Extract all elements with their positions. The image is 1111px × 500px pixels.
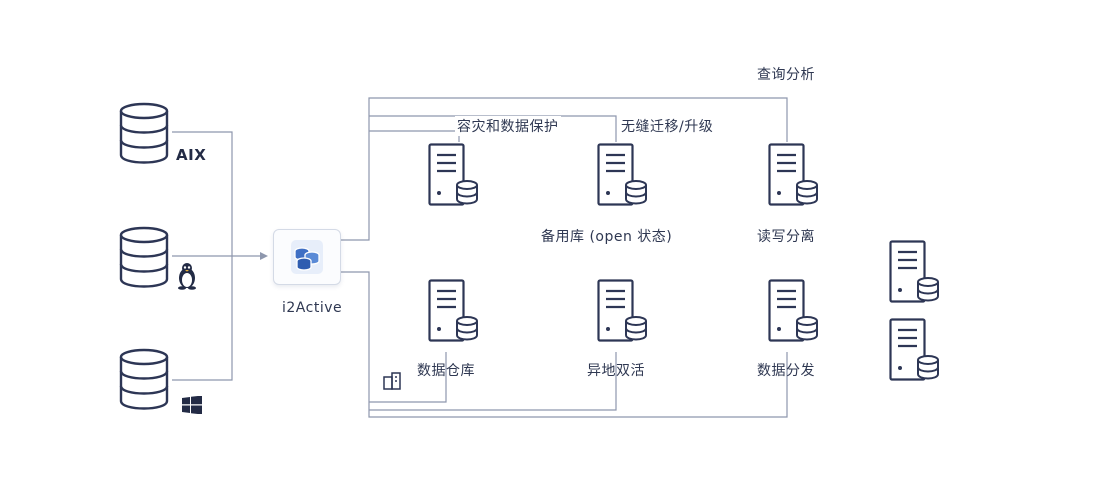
line-warehouse xyxy=(369,352,447,403)
standby-open-label: 备用库 (open 状态) xyxy=(541,229,673,245)
data-distribution-label: 数据分发 xyxy=(757,363,815,379)
query-analysis-label: 查询分析 xyxy=(757,67,815,83)
server-icon xyxy=(889,240,939,303)
database-icon xyxy=(119,226,169,288)
server-icon xyxy=(428,143,478,206)
i2active-hub-box xyxy=(273,229,341,285)
hub-label: i2Active xyxy=(282,300,343,316)
line-hub-top xyxy=(339,97,788,241)
database-icon xyxy=(119,348,169,410)
read-write-split-label: 读写分离 xyxy=(757,229,815,245)
building-icon xyxy=(383,372,401,390)
disaster-protection-label: 容灾和数据保护 xyxy=(455,116,561,136)
aix-label: AIX xyxy=(176,146,207,164)
line-hub-bottom xyxy=(339,271,788,418)
line-protect xyxy=(369,130,460,142)
data-warehouse-label: 数据仓库 xyxy=(417,363,475,379)
server-icon xyxy=(768,279,818,342)
line-active xyxy=(369,352,617,411)
database-icon xyxy=(119,102,169,164)
active-active-label: 异地双活 xyxy=(587,363,645,379)
server-icon xyxy=(889,318,939,381)
migration-upgrade-label: 无缝迁移/升级 xyxy=(619,116,716,136)
linux-penguin-icon xyxy=(178,263,196,290)
line-migrate xyxy=(369,115,617,142)
windows-icon xyxy=(182,396,202,414)
server-icon xyxy=(768,143,818,206)
server-icon xyxy=(597,143,647,206)
server-icon xyxy=(597,279,647,342)
database-cluster-icon xyxy=(291,240,323,274)
server-icon xyxy=(428,279,478,342)
